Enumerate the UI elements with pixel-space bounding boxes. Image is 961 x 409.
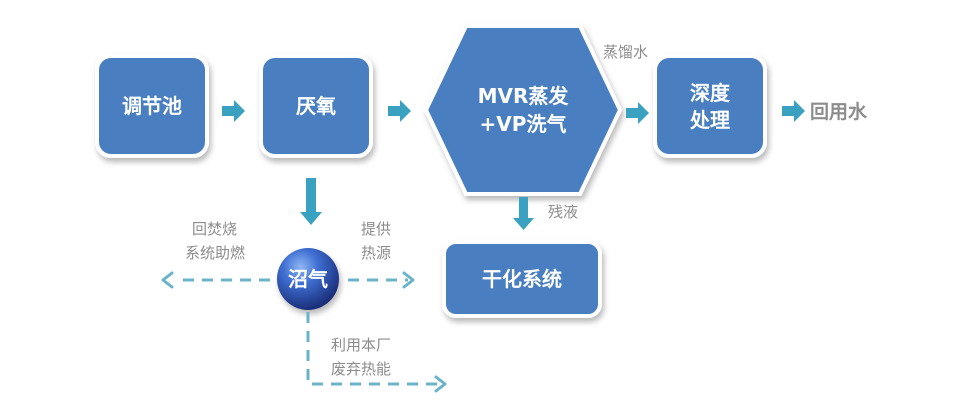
label-liyong-line1: 利用本厂: [331, 336, 391, 354]
dashed-arrow-zhaoqi-down: [306, 312, 447, 393]
node-mvr-label-line1: MVR蒸发: [478, 84, 570, 108]
node-shendu-label-line2: 处理: [689, 108, 730, 132]
label-huifen-line1: 回焚烧: [192, 220, 237, 238]
label-liyong-line2: 废弃热能: [331, 360, 391, 378]
node-zhaoqi-label: 沼气: [288, 267, 328, 291]
label-zhengliushui: 蒸馏水: [603, 43, 648, 61]
arrow-mvr-to-ganhua: [513, 197, 534, 230]
node-shendu-box: 深度 处理: [653, 54, 767, 158]
node-ganhua-label: 干化系统: [482, 267, 562, 291]
label-tigong-line2: 热源: [361, 244, 391, 262]
node-yanyang-box: 厌氧: [259, 54, 373, 158]
node-tiaojie-label: 调节池: [122, 94, 182, 118]
label-huifen-line2: 系统助燃: [185, 244, 245, 262]
dashed-arrow-zhaoqi-to-ganhua: [348, 271, 415, 289]
node-ganhua-box: 干化系统: [442, 240, 602, 318]
arrow-shendu-to-output: [782, 100, 805, 122]
arrow-yanyang-to-mvr: [388, 100, 411, 122]
node-zhaoqi-sphere: 沼气: [277, 248, 339, 310]
arrow-yanyang-to-zhaoqi: [300, 178, 322, 225]
node-tiaojie-box: 调节池: [95, 54, 209, 158]
dashed-arrow-zhaoqi-to-left: [161, 271, 270, 289]
label-huiyongshui: 回用水: [810, 101, 868, 123]
node-yanyang-label: 厌氧: [296, 94, 336, 118]
node-mvr-hexagon: MVR蒸发 +VP洗气: [423, 24, 623, 196]
arrow-tiaojie-to-yanyang: [222, 100, 245, 122]
node-mvr-label-line2: +VP洗气: [480, 112, 567, 136]
label-canye: 残液: [548, 203, 578, 221]
arrow-mvr-to-shendu: [626, 102, 649, 124]
label-tigong-line1: 提供: [361, 220, 391, 238]
node-shendu-label-line1: 深度: [690, 81, 731, 105]
